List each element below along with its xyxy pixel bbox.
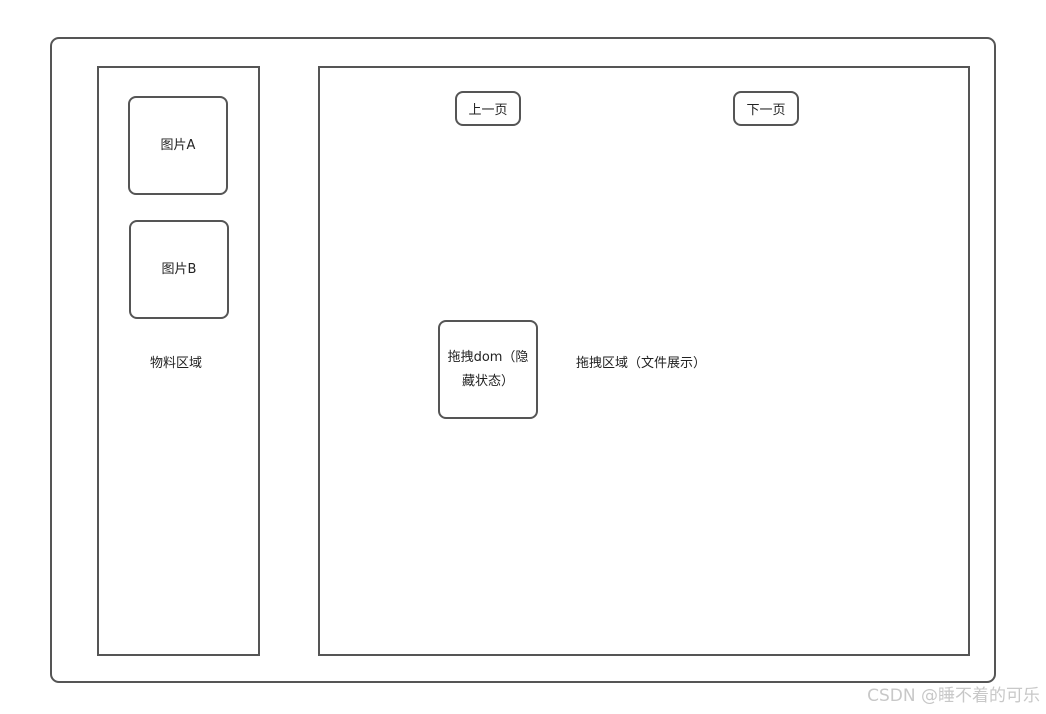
- next-page-button[interactable]: 下一页: [733, 91, 799, 126]
- image-b-card[interactable]: 图片B: [129, 220, 229, 319]
- outer-frame: [50, 37, 996, 683]
- prev-page-button[interactable]: 上一页: [455, 91, 521, 126]
- drag-dom-placeholder[interactable]: 拖拽dom（隐藏状态）: [438, 320, 538, 419]
- watermark: CSDN @睡不着的可乐: [867, 686, 1040, 706]
- material-area-label: 物料区域: [150, 356, 203, 371]
- drop-area-label: 拖拽区域（文件展示）: [576, 356, 707, 371]
- image-a-card[interactable]: 图片A: [128, 96, 228, 195]
- material-area-panel: [97, 66, 260, 656]
- drop-area-panel[interactable]: [318, 66, 970, 656]
